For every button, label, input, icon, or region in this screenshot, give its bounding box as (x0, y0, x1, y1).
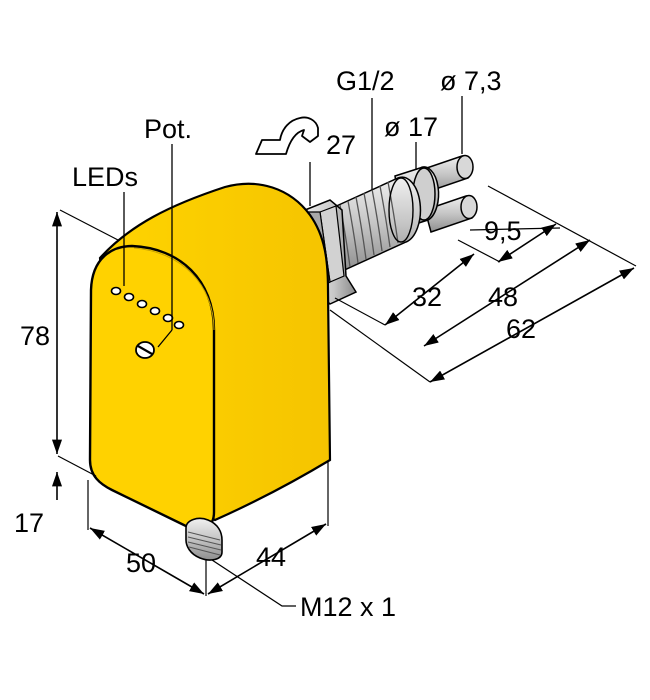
led-indicator-icon (149, 306, 161, 316)
threaded-probe (299, 166, 440, 305)
cable-lower (424, 194, 478, 233)
led-row (110, 286, 185, 330)
led-indicator-icon (173, 320, 185, 330)
dim-44-line (207, 523, 327, 595)
label-dia-large: ø 17 (384, 112, 438, 142)
label-dim-62: 62 (506, 314, 536, 344)
m12-connector (185, 517, 223, 561)
dimension-lines (51, 212, 635, 595)
dim-62-line (429, 267, 635, 383)
label-dia-small: ø 7,3 (440, 66, 502, 96)
label-dim-17: 17 (14, 508, 44, 538)
label-thread: G1/2 (336, 66, 395, 96)
led-indicator-icon (110, 286, 122, 296)
wrench-icon (255, 116, 319, 155)
label-leds: LEDs (72, 162, 138, 192)
label-dim-50: 50 (126, 548, 156, 578)
labels: LEDs Pot. 27 G1/2 ø 7,3 ø 17 9,5 32 48 6… (14, 66, 536, 622)
label-dim-48: 48 (488, 282, 518, 312)
label-dim-44: 44 (256, 542, 286, 572)
potentiometer-icon (135, 341, 155, 359)
label-wrench-size: 27 (326, 130, 356, 160)
label-dim-32: 32 (412, 282, 442, 312)
label-dim-95: 9,5 (484, 216, 522, 246)
led-indicator-icon (162, 313, 174, 323)
label-connector: M12 x 1 (300, 592, 396, 622)
sensor-housing (88, 182, 332, 532)
dim-50-line (89, 527, 205, 595)
label-dim-78: 78 (20, 321, 50, 351)
led-indicator-icon (123, 292, 135, 302)
label-pot: Pot. (144, 114, 192, 144)
led-indicator-icon (136, 299, 148, 309)
